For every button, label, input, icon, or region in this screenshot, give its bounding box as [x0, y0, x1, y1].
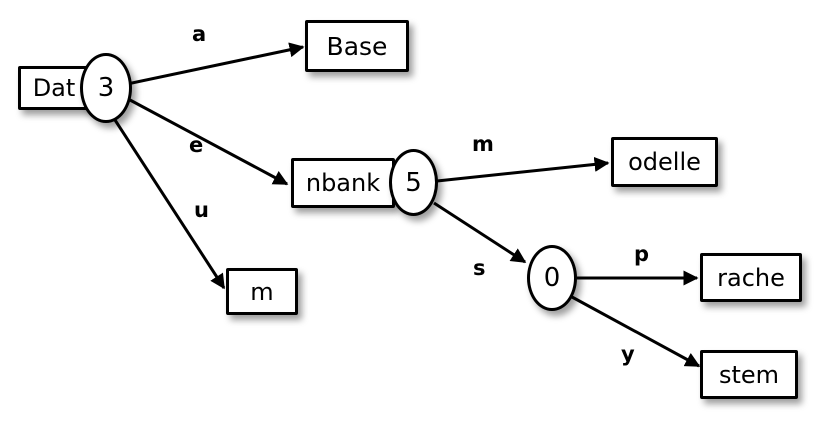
edge-label-e-y: y	[621, 342, 635, 366]
node-n0[interactable]: 0	[527, 245, 577, 311]
node-label-n0: 0	[543, 263, 561, 293]
edge-label-e-m: m	[472, 132, 494, 156]
node-label-nbank: nbank	[305, 169, 381, 197]
node-label-rache: rache	[717, 263, 785, 292]
node-n5[interactable]: 5	[389, 149, 438, 216]
node-rache[interactable]: rache	[700, 253, 802, 302]
edge-e-a[interactable]	[126, 42, 305, 86]
node-label-dat: Dat	[32, 74, 76, 102]
edge-lines	[113, 42, 701, 368]
node-label-n5: 5	[405, 167, 422, 198]
node-n3[interactable]: 3	[80, 53, 132, 123]
node-label-n3: 3	[97, 73, 115, 103]
edge-e-m[interactable]	[436, 156, 610, 183]
node-base[interactable]: Base	[305, 20, 409, 72]
node-label-stem: stem	[718, 360, 780, 389]
node-label-odelle: odelle	[628, 148, 701, 176]
node-dat[interactable]: Dat	[18, 66, 90, 110]
edge-label-e-u: u	[194, 198, 209, 222]
node-odelle[interactable]: odelle	[611, 137, 718, 187]
edge-e-e[interactable]	[129, 98, 289, 186]
edge-e-u[interactable]	[113, 119, 226, 290]
edge-label-e-a: a	[192, 22, 207, 46]
node-nbank[interactable]: nbank	[291, 158, 395, 208]
node-label-base: Base	[326, 31, 388, 61]
edge-label-e-s: s	[473, 256, 486, 280]
node-m[interactable]: m	[226, 268, 298, 315]
edge-e-y[interactable]	[571, 295, 701, 368]
edge-label-e-e: e	[189, 133, 204, 157]
edge-e-s[interactable]	[433, 201, 527, 264]
edge-label-e-p: p	[634, 242, 650, 266]
node-stem[interactable]: stem	[700, 350, 798, 399]
node-label-m: m	[250, 277, 274, 306]
